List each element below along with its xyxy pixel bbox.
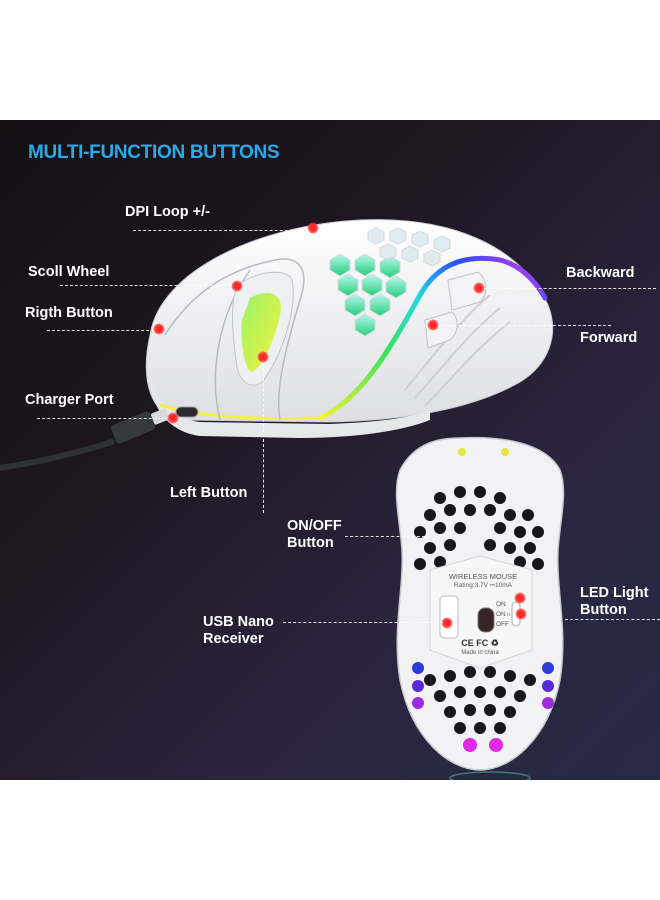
on-off-line2: Button (287, 535, 334, 551)
marker-charger-port (167, 412, 179, 424)
led-line1: LED Light (580, 585, 649, 601)
switch-labels: ON ON☼ OFF (496, 600, 512, 630)
leader-on-off-button (345, 536, 425, 537)
switch-on-led-label: ON☼ (496, 611, 512, 618)
leader-left-button (263, 363, 264, 513)
certification-icons: CE FC ♻ (461, 638, 499, 648)
marker-forward (427, 319, 439, 331)
label-backward: Backward (566, 265, 635, 281)
label-led-light-button: LED Light Button (580, 585, 648, 619)
underside-product-label: WIRELESS MOUSE Rating:3.7V ⎓10mA (448, 572, 518, 590)
label-charger-port: Charger Port (25, 392, 114, 408)
leader-led-light-button (565, 619, 660, 620)
switch-on-label: ON (496, 601, 506, 608)
marker-left-button (257, 351, 269, 363)
on-off-line1: ON/OFF (287, 518, 342, 534)
label-right-button: Rigth Button (25, 305, 113, 321)
label-left-button: Left Button (170, 485, 248, 501)
marker-scroll-wheel (231, 280, 243, 292)
marker-right-button (153, 323, 165, 335)
marker-led-light (515, 608, 527, 620)
led-line2: Button (580, 602, 627, 618)
leader-usb-nano-receiver (283, 622, 443, 623)
marker-backward (473, 282, 485, 294)
underside-rating: Rating:3.7V ⎓10mA (454, 582, 512, 589)
product-feature-panel: MULTI-FUNCTION BUTTONS (0, 120, 660, 780)
certification-marks: CE FC ♻ Made in china (452, 638, 508, 658)
underside-product-name: WIRELESS MOUSE (448, 572, 518, 581)
usb-line2: Receiver (203, 631, 264, 647)
leader-charger-port (37, 418, 167, 419)
origin-label: Made in china (461, 650, 499, 656)
switch-off-label: OFF (496, 621, 509, 628)
page-title: MULTI-FUNCTION BUTTONS (28, 142, 280, 163)
marker-usb-receiver (441, 617, 453, 629)
marker-on-off (514, 592, 526, 604)
mouse-illustration (0, 219, 565, 780)
leader-dpi-loop (133, 230, 308, 231)
leader-right-button (47, 330, 154, 331)
marker-dpi-loop (307, 222, 319, 234)
label-on-off-button: ON/OFF Button (287, 518, 342, 552)
label-dpi-loop: DPI Loop +/- (125, 204, 210, 220)
label-scroll-wheel: Scoll Wheel (28, 264, 110, 280)
leader-backward (484, 288, 656, 289)
leader-scroll-wheel (60, 285, 232, 286)
label-forward: Forward (580, 330, 638, 346)
usb-line1: USB Nano (203, 614, 274, 630)
leader-forward (438, 325, 611, 326)
label-usb-nano-receiver: USB Nano Receiver (203, 614, 274, 648)
